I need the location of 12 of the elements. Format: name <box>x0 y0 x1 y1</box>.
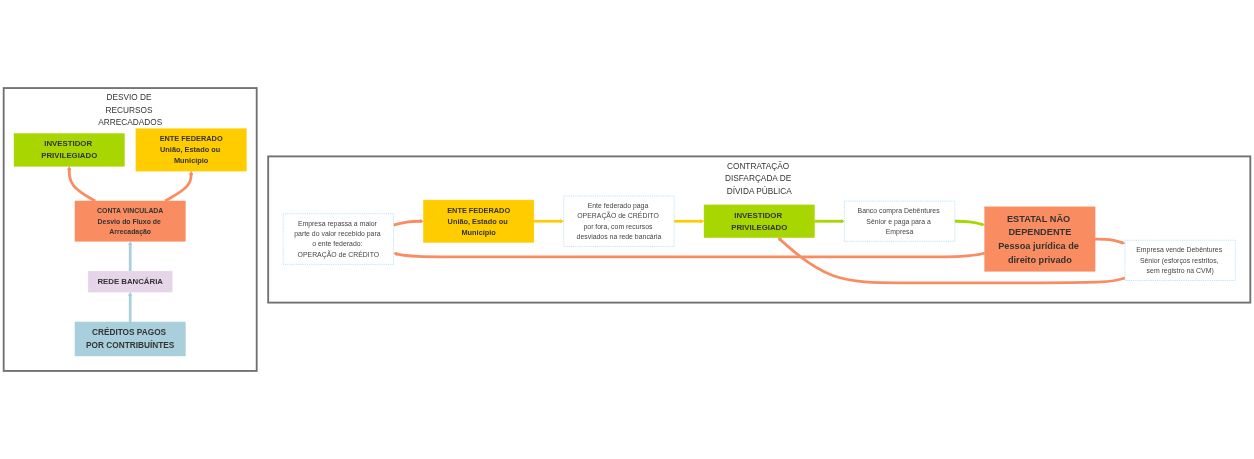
arrow <box>814 219 845 224</box>
arrow <box>128 291 133 322</box>
arrow <box>1095 237 1126 245</box>
node-box: CRÉDITOS PAGOS POR CONTRIBUÍNTES <box>74 321 186 357</box>
node-box: ESTATAL NÃO DEPENDENTE Pessoa jurídica de direito privado <box>984 206 1096 272</box>
arrow <box>777 237 1126 285</box>
arrow <box>128 241 133 272</box>
arrow <box>674 219 705 224</box>
arrow <box>533 219 564 224</box>
arrow <box>393 251 985 259</box>
arrow <box>954 219 985 227</box>
arrow <box>393 219 424 227</box>
